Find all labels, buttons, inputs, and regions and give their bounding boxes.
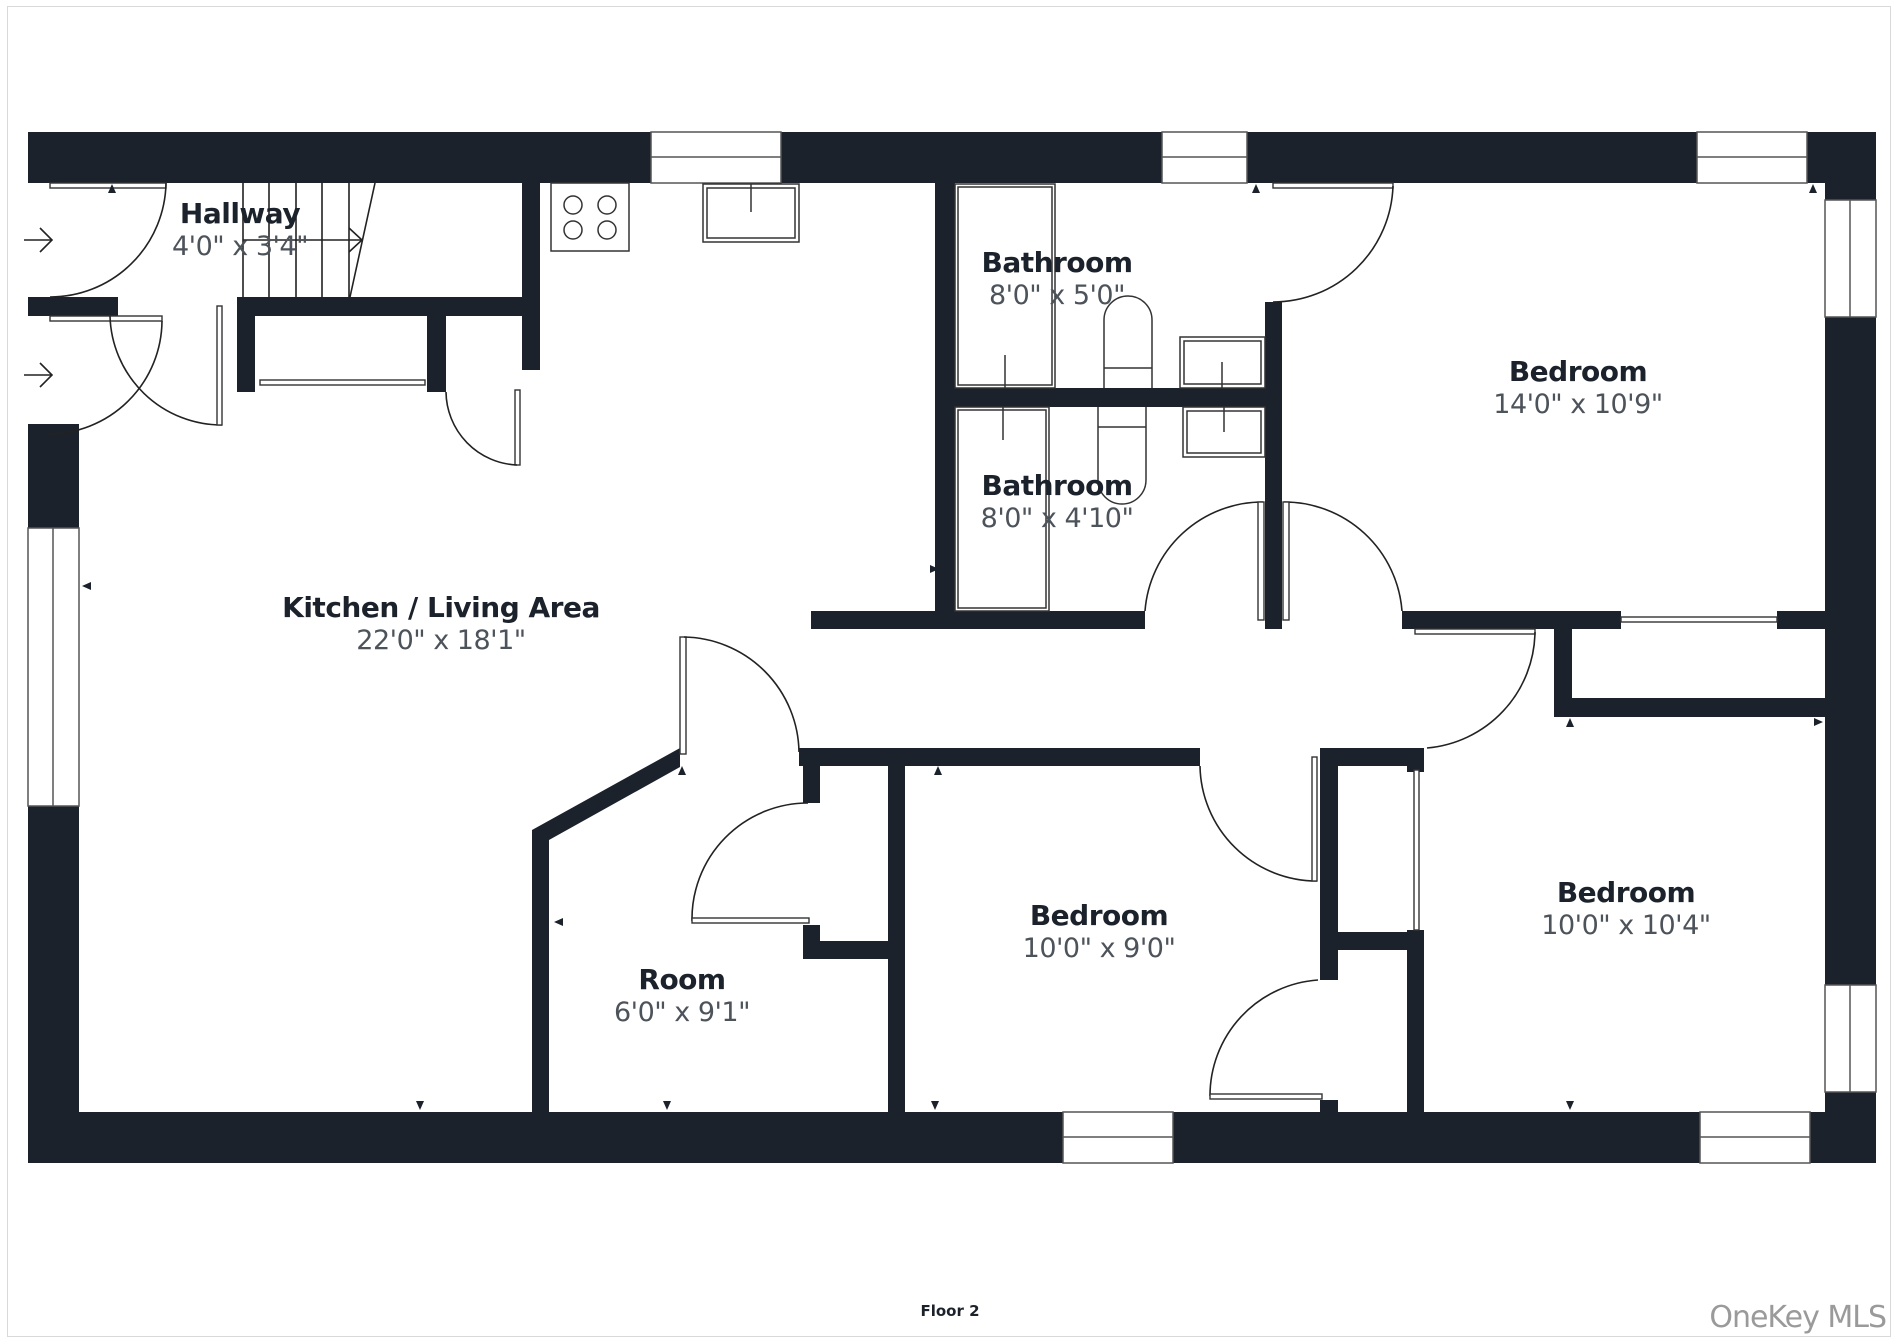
room-dimensions: 4'0" x 3'4" [171,231,309,262]
room-name: Bedroom [1508,355,1648,388]
page-border [7,6,1891,1337]
room-label-bathroom-1: Bathroom 8'0" x 5'0" [981,246,1133,313]
room-name: Room [638,963,726,996]
measurement-markers [82,184,1823,1110]
stairs-icon [242,182,376,298]
room-dimensions: 6'0" x 9'1" [613,997,751,1028]
room-label-hallway: Hallway 4'0" x 3'4" [171,197,309,264]
room-dimensions: 8'0" x 5'0" [988,280,1126,311]
room-name: Bathroom [981,469,1133,502]
room-name: Bedroom [1029,899,1169,932]
room-label-room: Room 6'0" x 9'1" [613,963,751,1030]
room-label-bedroom-1: Bedroom 14'0" x 10'9" [1493,355,1663,422]
bathroom-sink-icon [1179,336,1266,458]
interior-walls [237,183,1825,1112]
room-name: Kitchen / Living Area [282,591,600,624]
entry-arrow-icon [24,227,54,388]
room-dimensions: 14'0" x 10'9" [1493,389,1663,420]
room-name: Hallway [179,197,301,230]
windows [27,131,1877,1164]
room-label-kitchen-living: Kitchen / Living Area 22'0" x 18'1" [282,592,600,658]
room-label-bedroom-2: Bedroom 10'0" x 9'0" [1023,900,1176,966]
stove-icon [550,182,630,252]
bathtub-icon [954,183,1056,612]
kitchen-sink-icon [702,183,800,243]
room-dimensions: 22'0" x 18'1" [356,625,526,656]
watermark: OneKey MLS [1709,1300,1887,1335]
room-name: Bedroom [1556,876,1696,909]
room-label-bedroom-3: Bedroom 10'0" x 10'4" [1541,876,1711,943]
room-label-bathroom-2: Bathroom 8'0" x 4'10" [981,470,1134,536]
doors [47,182,1778,1100]
room-dimensions: 10'0" x 9'0" [1022,933,1176,964]
room-name: Bathroom [981,246,1133,279]
toilet-icon [1097,295,1153,505]
room-dimensions: 8'0" x 4'10" [980,503,1134,534]
room-dimensions: 10'0" x 10'4" [1541,910,1711,941]
floor-label: Floor 2 [920,1302,980,1320]
